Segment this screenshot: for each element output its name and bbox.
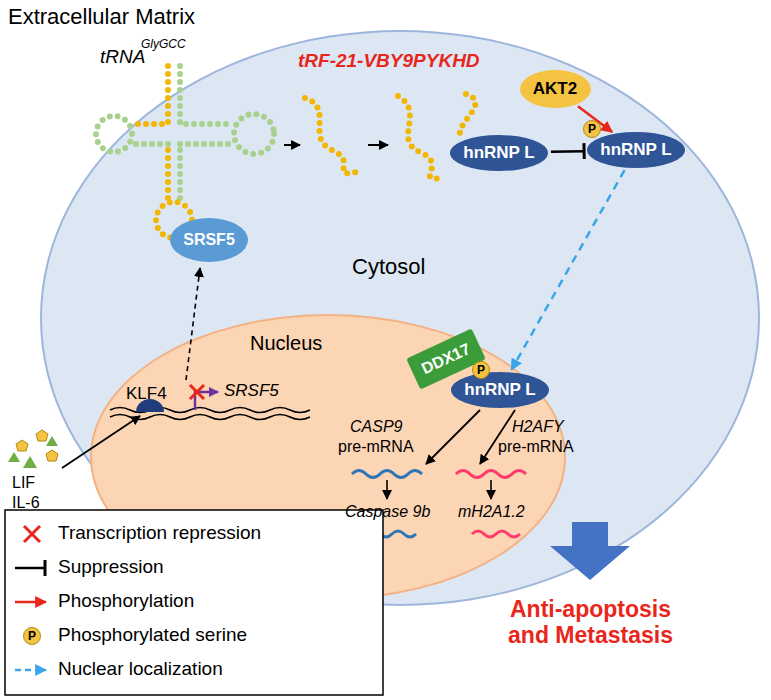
- text-label: KLF4: [126, 384, 167, 404]
- kinase-ellipse: AKT2: [520, 70, 591, 108]
- legend-text: Transcription repression: [58, 522, 261, 544]
- text-label: GlyGCC: [141, 38, 186, 52]
- text-label: pre-mRNA: [498, 438, 574, 456]
- connector: [551, 150, 584, 153]
- text-label: Anti-apoptosis and Metastasis: [503, 596, 678, 649]
- phospho-badge: P: [23, 627, 41, 645]
- text-label: Caspase 9b: [345, 503, 430, 521]
- legend-text: Nuclear localization: [58, 658, 223, 680]
- text-label: Extracellular Matrix: [8, 4, 195, 29]
- phospho-badge: P: [472, 361, 490, 379]
- node-label: DDX17: [419, 340, 473, 378]
- text-label: pre-mRNA: [338, 438, 414, 456]
- text-label: tRNA: [100, 46, 145, 68]
- phospho-badge: P: [583, 120, 601, 138]
- node-label: hnRNP L: [600, 140, 671, 160]
- protein-ellipse: hnRNP L: [587, 132, 685, 168]
- text-label: tRF-21-VBY9PYKHD: [298, 50, 480, 72]
- protein-ellipse: hnRNP L: [450, 135, 548, 171]
- node-label: Nucleus: [250, 332, 322, 355]
- node-label: hnRNP L: [464, 380, 535, 400]
- protein-blob: SRSF5: [170, 218, 248, 262]
- text-label: LIF: [12, 474, 35, 492]
- text-label: H2AFY: [512, 418, 564, 436]
- text-label: mH2A1.2: [458, 503, 525, 521]
- node-label: SRSF5: [183, 231, 235, 249]
- legend-text: Phosphorylated serine: [58, 624, 247, 646]
- legend-text: Suppression: [58, 556, 164, 578]
- connector: [511, 170, 624, 370]
- node-label: Cytosol: [352, 254, 425, 280]
- text-label: SRSF5: [224, 381, 279, 401]
- node-label: hnRNP L: [463, 143, 534, 163]
- protein-ellipse: hnRNP L: [451, 372, 549, 408]
- legend-text: Phosphorylation: [58, 590, 194, 612]
- node-label: AKT2: [533, 79, 577, 99]
- text-label: IL-6: [12, 494, 40, 512]
- text-label: CASP9: [350, 418, 402, 436]
